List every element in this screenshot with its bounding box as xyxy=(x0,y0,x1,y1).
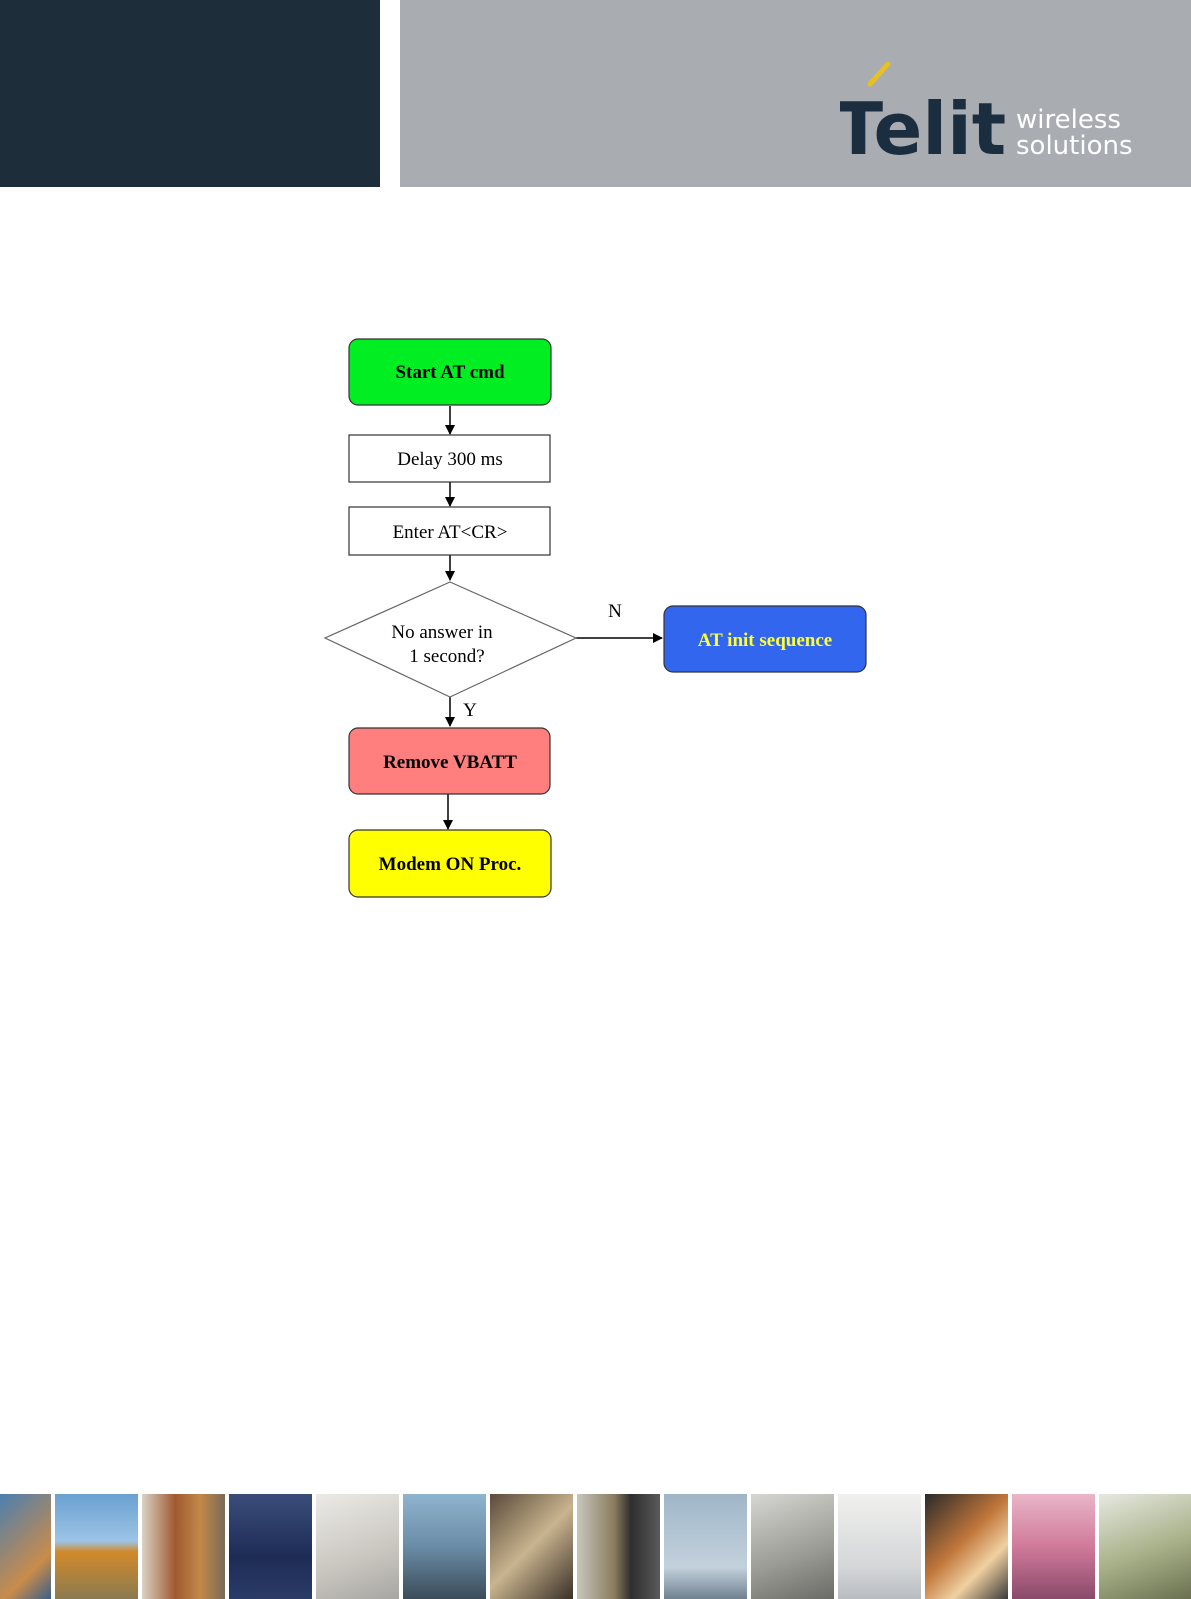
node-modem-on-label: Modem ON Proc. xyxy=(379,854,522,875)
edge-label-no: N xyxy=(608,601,622,622)
node-decision-line1: No answer in xyxy=(391,622,493,643)
departure-board-photo-tile xyxy=(229,1494,312,1599)
retail-shelf-photo-tile xyxy=(1012,1494,1095,1599)
vending-machine-photo-tile xyxy=(577,1494,660,1599)
keyboard-photo-tile xyxy=(316,1494,399,1599)
page-header: Telit wireless solutions xyxy=(0,0,1191,187)
container-train-photo-tile xyxy=(142,1494,225,1599)
subway-photo-tile xyxy=(925,1494,1008,1599)
edge-label-yes: Y xyxy=(463,700,477,721)
header-divider xyxy=(380,0,400,187)
logo-accent-mark xyxy=(870,64,888,84)
logo-brand-text: Telit xyxy=(840,87,1006,168)
node-decision-line2: 1 second? xyxy=(409,646,484,667)
utility-meter-photo-tile xyxy=(751,1494,834,1599)
node-start-label: Start AT cmd xyxy=(395,362,505,383)
node-enter-at-label: Enter AT<CR> xyxy=(393,522,508,543)
node-remove-vbatt-label: Remove VBATT xyxy=(383,752,517,773)
header-dark-panel xyxy=(0,0,380,187)
telit-logo: Telit wireless solutions xyxy=(840,58,1170,168)
highway-photo-tile xyxy=(0,1494,51,1599)
node-at-init-label: AT init sequence xyxy=(698,630,832,651)
cyclist-photo-tile xyxy=(403,1494,486,1599)
logo-tagline-line2: solutions xyxy=(1016,131,1133,161)
interior-photo-tile xyxy=(838,1494,921,1599)
flowchart: N Y Start AT cmd Delay 300 ms Enter AT<C… xyxy=(0,300,1191,920)
wind-turbines-photo-tile xyxy=(664,1494,747,1599)
node-delay-label: Delay 300 ms xyxy=(397,449,503,470)
payphone-photo-tile xyxy=(55,1494,138,1599)
footer-photo-strip xyxy=(0,1494,1191,1599)
security-camera-photo-tile xyxy=(1099,1494,1191,1599)
card-reader-photo-tile xyxy=(490,1494,573,1599)
